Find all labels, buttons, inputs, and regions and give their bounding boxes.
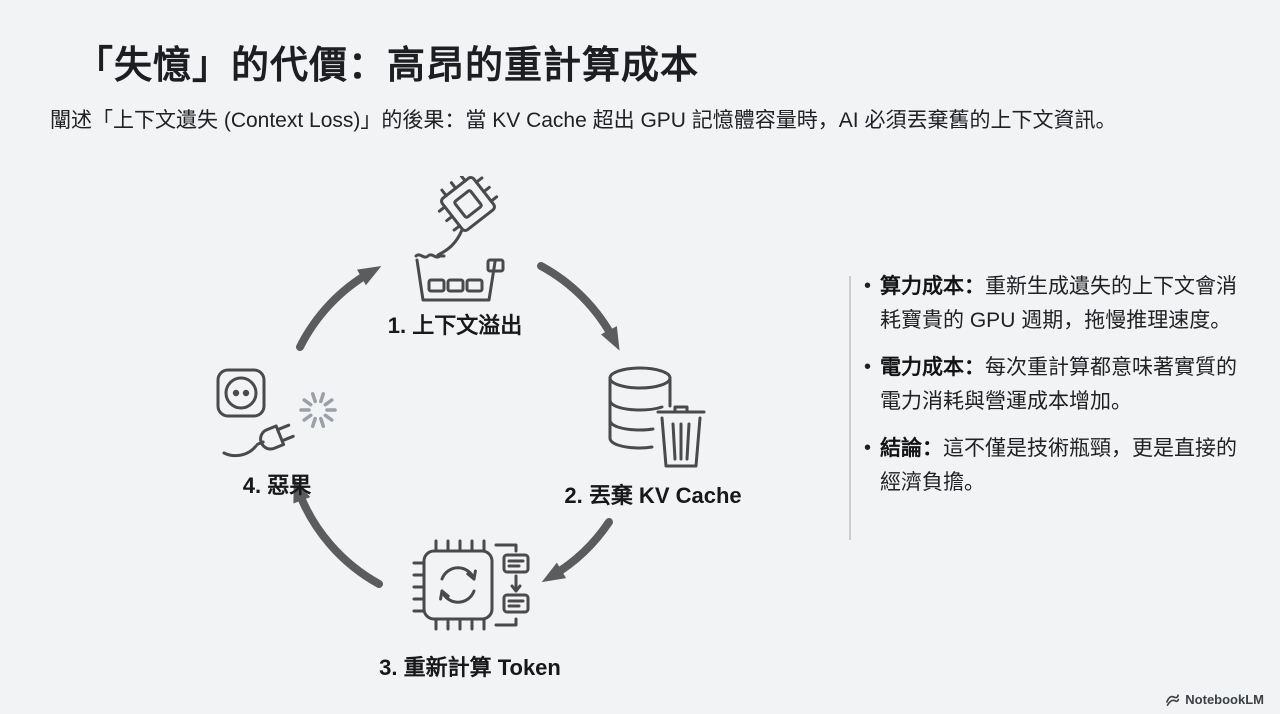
bullet-dot: • bbox=[864, 356, 872, 379]
page-title: 「失憶」的代價：高昂的重計算成本 bbox=[75, 45, 700, 87]
arrow-step2-to-step3 bbox=[541, 518, 613, 583]
bullet-label: 電力成本： bbox=[880, 356, 986, 380]
page-subtitle: 闡述「上下文遺失 (Context Loss)」的後果：當 KV Cache 超… bbox=[50, 109, 1117, 132]
step-label-1: 1. 上下文溢出 bbox=[387, 313, 523, 338]
bullet-conclusion: • 結論：這不僅是技術瓶頸，更是直接的經濟負擔。 bbox=[864, 432, 1246, 499]
spark-burst bbox=[299, 392, 337, 428]
bullet-compute-cost: • 算力成本：重新生成遺失的上下文會消耗寶貴的 GPU 週期，拖慢推理速度。 bbox=[864, 270, 1246, 337]
bullet-dot: • bbox=[864, 437, 872, 460]
brand-label: NotebookLM bbox=[1185, 692, 1264, 707]
bullet-text: 每次重計算都意味著實質的電力消耗與營運成本增加。 bbox=[880, 356, 1238, 413]
arrow-step3-to-step4 bbox=[293, 478, 383, 588]
chip-refresh-icon bbox=[402, 531, 534, 643]
notebooklm-brand: NotebookLM bbox=[1165, 692, 1264, 707]
notebooklm-logo-icon bbox=[1166, 694, 1180, 706]
bullet-text: 重新生成遺失的上下文會消耗寶貴的 GPU 週期，拖慢推理速度。 bbox=[880, 275, 1238, 332]
bullet-text: 這不僅是技術瓶頸，更是直接的經濟負擔。 bbox=[880, 437, 1238, 494]
vertical-divider bbox=[849, 276, 851, 540]
database-trash-icon bbox=[592, 360, 710, 472]
chip-overflow-icon bbox=[396, 176, 518, 308]
bullet-dot: • bbox=[864, 275, 872, 297]
bullet-label: 結論： bbox=[880, 437, 944, 461]
step-label-4: 4. 惡果 bbox=[242, 473, 312, 498]
unplugged-icon bbox=[210, 364, 346, 464]
bullet-label: 算力成本： bbox=[880, 275, 986, 298]
step-label-3: 3. 重新計算 Token bbox=[379, 655, 561, 680]
step-label-2: 2. 丟棄 KV Cache bbox=[564, 483, 742, 508]
notes-panel: • 算力成本：重新生成遺失的上下文會消耗寶貴的 GPU 週期，拖慢推理速度。 •… bbox=[864, 270, 1246, 514]
bullet-power-cost: • 電力成本：每次重計算都意味著實質的電力消耗與營運成本增加。 bbox=[864, 351, 1246, 418]
